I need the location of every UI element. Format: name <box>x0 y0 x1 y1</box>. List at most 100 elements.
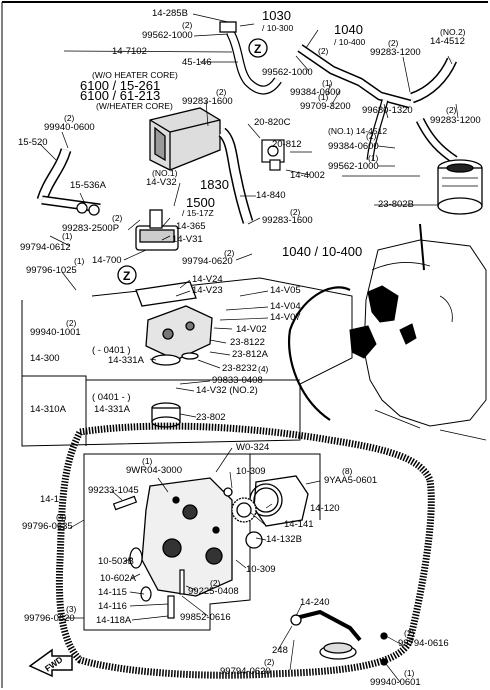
label-14-365: 14-365 <box>176 221 206 232</box>
qty-label: (1) <box>368 153 379 163</box>
oil-cooler-filter <box>437 159 483 215</box>
label-14-V02: 14-V02 <box>236 324 267 335</box>
label-14-V32: 14-V32 <box>146 177 177 188</box>
label-99680-1320: 99680-1320 <box>362 105 413 116</box>
top-hose-assembly <box>219 21 458 164</box>
label-99562-1000-top: 99562-1000 <box>142 30 193 41</box>
label-14-4512-top: 14-4512 <box>430 36 465 47</box>
qty-label: (1) <box>322 78 333 88</box>
label-99283-2500P: 99283-2500P <box>62 223 120 234</box>
label-14-V04: 14-V04 <box>270 301 301 312</box>
label-14-115: 14-115 <box>98 587 127 598</box>
label-99709-3200: 99709-3200 <box>300 101 351 112</box>
qty-label: (2) <box>290 207 301 217</box>
label-14-V31: 14-V31 <box>172 234 203 245</box>
label-6100-61-213: 6100 / 61-213 <box>80 88 161 103</box>
label-14-118A: 14-118A <box>96 615 132 626</box>
label-20-820C: 20-820C <box>254 117 291 128</box>
label-23-8122: 23-8122 <box>230 337 265 348</box>
qty-label: (1) <box>404 668 415 678</box>
label-10-309-top: 10-309 <box>236 466 266 477</box>
label-no1-14-4512: (NO.1) 14-4512 <box>328 126 388 136</box>
label-99796-1025: 99796-1025 <box>26 265 77 276</box>
heater-core-box <box>149 107 221 171</box>
qty-label: (2) <box>264 657 275 667</box>
fwd-arrow <box>28 648 73 678</box>
label-14-141: 14-141 <box>284 519 314 530</box>
engine-location-sketch <box>349 223 487 441</box>
location-arrow <box>288 286 351 421</box>
label-14-840: 14-840 <box>256 190 286 201</box>
qty-label: (2) <box>216 87 227 97</box>
qty-label: (1) <box>318 92 329 102</box>
qty-label: (2) <box>182 20 193 30</box>
label-45-146: 45-146 <box>182 57 212 68</box>
label-99283-1600-top: 99283-1600 <box>182 96 233 107</box>
qty-label: (2) <box>66 318 77 328</box>
hose-15-520 <box>36 148 101 216</box>
label-99833-0408: 99833-0408 <box>212 375 263 386</box>
label-15-17Z: / 15-17Z <box>182 208 214 218</box>
label-99794-0616: 99794-0616 <box>398 638 449 649</box>
label-14-V07: 14-V07 <box>270 312 301 323</box>
hatched-highlight-outline <box>55 422 435 679</box>
label-14-285B: 14-285B <box>152 8 188 19</box>
filter-bracket-box <box>21 277 353 447</box>
qty-label: (8) <box>342 466 353 476</box>
label-248: 248 <box>272 645 288 656</box>
pipe-14-840 <box>218 127 254 224</box>
qty-label: (1) <box>142 456 153 466</box>
label-14-331A-lower: 14-331A <box>94 404 130 415</box>
svg-text:Z: Z <box>123 269 130 283</box>
filter-bracket-14-300 <box>135 281 213 366</box>
label-1040-top: 1040 <box>334 22 363 37</box>
label-14-4002: 14-4002 <box>290 170 325 181</box>
label-99233-1045: 99233-1045 <box>88 485 139 496</box>
label-99794-0620-bottom: 99794-0620 <box>220 666 271 677</box>
label-99940-0601: 99940-0601 <box>370 677 421 688</box>
qty-label: (2) <box>318 46 329 56</box>
label-1500: 1500 <box>186 195 215 210</box>
label-14-V32-no2: 14-V32 (NO.2) <box>196 385 258 396</box>
label-99283-1200-right: 99283-1200 <box>430 115 481 126</box>
label-no2: (NO.2) <box>440 27 466 37</box>
qty-label: (2) <box>224 248 235 258</box>
qty-label: (1) <box>62 231 73 241</box>
label-99384-0600-top: 99384-0600 <box>290 87 341 98</box>
qty-label: (2) <box>366 131 377 141</box>
qty-label: (2) <box>388 38 399 48</box>
label-1040-bottom: 1040 / 10-400 <box>282 244 363 259</box>
label-99794-0612: 99794-0612 <box>20 242 71 253</box>
label-15-520: 15-520 <box>18 137 48 148</box>
label-23-8232: 23-8232 <box>222 363 257 374</box>
label-10-400-top: / 10-400 <box>334 37 366 47</box>
label-23-802B: 23-802B <box>378 199 414 210</box>
label-99283-1600-bottom: 99283-1600 <box>262 215 313 226</box>
label-99796-0620: 99796-0620 <box>24 613 75 624</box>
oil-pump-body <box>141 477 233 597</box>
label-14-331A-upper: 14-331A <box>108 355 144 366</box>
oil-strainer-14-240 <box>290 609 388 666</box>
z-marker-bottom: Z <box>117 265 137 285</box>
leader-lines <box>39 13 459 683</box>
label-6100-15-261: 6100 / 15-261 <box>80 78 161 93</box>
label-99794-0620-top: 99794-0620 <box>182 256 233 267</box>
label-99940-0600: 99940-0600 <box>44 122 95 133</box>
label-99796-0635: 99796-0635 <box>22 521 73 532</box>
label-15-536A: 15-536A <box>70 180 106 191</box>
label-10-602A: 10-602A <box>100 573 136 584</box>
label-W0-324: W0-324 <box>236 442 270 453</box>
qty-label: (1) <box>74 256 85 266</box>
label-14-116: 14-116 <box>98 601 127 612</box>
label-0401-upper: ( - 0401 ) <box>92 345 131 356</box>
label-14-7102: 14-7102 <box>112 46 147 57</box>
svg-text:Z: Z <box>254 42 261 56</box>
relief-valve-parts <box>112 495 185 619</box>
label-14-132B: 14-132B <box>266 534 302 545</box>
label-14-1: 14-1 <box>40 494 60 505</box>
label-20-812: 20-812 <box>272 139 302 150</box>
label-14-240: 14-240 <box>300 597 330 608</box>
qty-label: (2) <box>446 105 457 115</box>
label-10-300: / 10-300 <box>262 23 294 33</box>
